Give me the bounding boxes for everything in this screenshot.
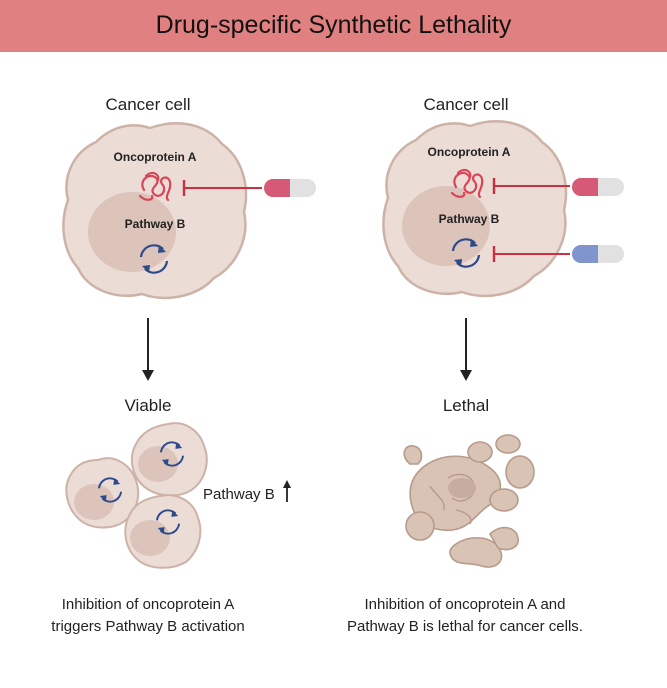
down-arrow [142, 318, 154, 381]
right-cancer-cell [382, 120, 568, 298]
inhibitor-line [182, 180, 262, 196]
right-cell-label: Cancer cell [423, 95, 509, 114]
nucleus-fragment [448, 478, 476, 498]
left-pathway-label: Pathway B [124, 217, 186, 231]
viable-label: Viable [124, 396, 172, 415]
up-arrow-icon [283, 480, 291, 502]
right-caption: Inhibition of oncoprotein A and Pathway … [320, 594, 610, 638]
lethal-label: Lethal [442, 396, 490, 415]
down-arrow [460, 318, 472, 381]
blue-pill-icon [572, 245, 624, 263]
nucleus [402, 186, 490, 266]
page-title: Drug-specific Synthetic Lethality [155, 11, 512, 39]
nucleus [88, 192, 176, 272]
title-banner: Drug-specific Synthetic Lethality [0, 0, 667, 52]
viable-cell [65, 457, 140, 529]
left-caption-line-2: triggers Pathway B activation [51, 618, 245, 635]
inhibitor-line [492, 178, 570, 194]
left-caption-line-1: Inhibition of oncoprotein A [61, 596, 235, 613]
red-pill-icon [264, 179, 316, 197]
left-cancer-cell [62, 122, 248, 300]
right-caption-line-1: Inhibition of oncoprotein A and [364, 596, 566, 613]
right-oncoprotein-label: Oncoprotein A [427, 145, 511, 159]
inhibitor-line [492, 246, 570, 262]
left-caption: Inhibition of oncoprotein A triggers Pat… [20, 594, 276, 638]
pathway-b-increase-label: Pathway B [203, 486, 275, 503]
left-cell-label: Cancer cell [105, 95, 191, 114]
viable-cell [130, 422, 208, 497]
right-caption-line-2: Pathway B is lethal for cancer cells. [347, 618, 583, 635]
apoptotic-fragments [403, 434, 535, 568]
red-pill-icon [572, 178, 624, 196]
right-pathway-label: Pathway B [438, 212, 500, 226]
left-oncoprotein-label: Oncoprotein A [113, 150, 197, 164]
